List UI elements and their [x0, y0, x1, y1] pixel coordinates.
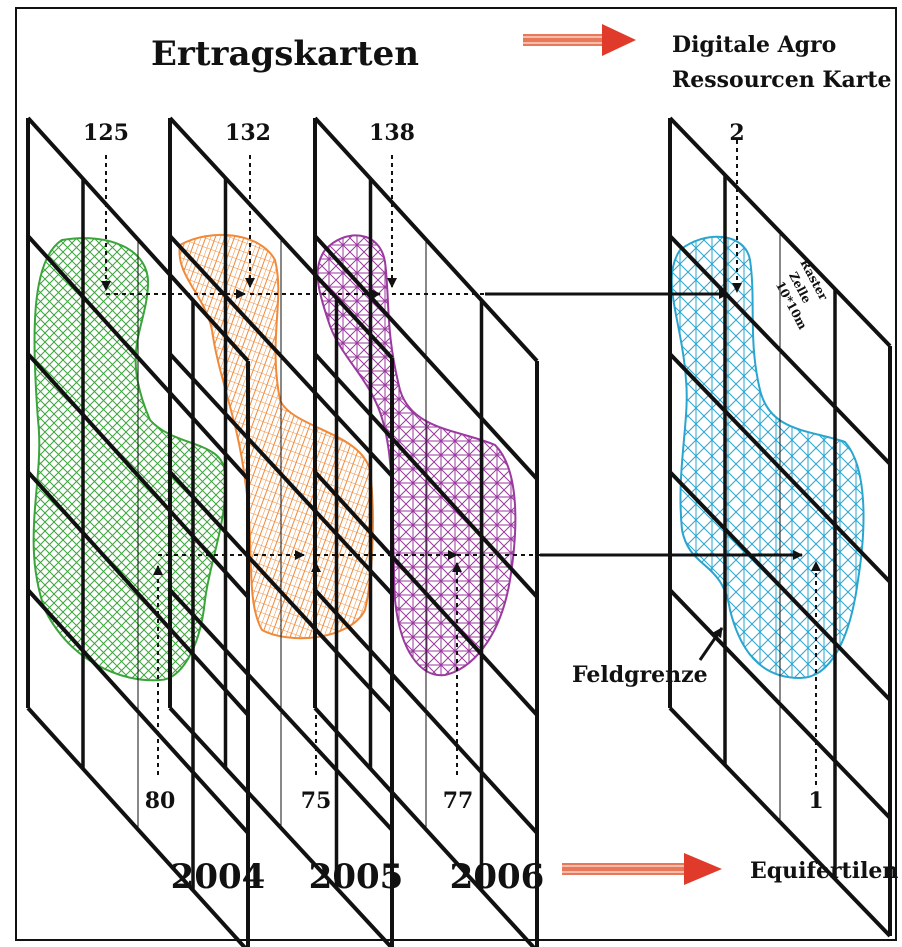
grid-panel-2006: [313, 116, 539, 947]
top-value-2005: 132: [225, 120, 271, 146]
figure-frame: [15, 7, 897, 941]
field-boundary-label: Feldgrenze: [572, 662, 708, 688]
red-arrow-top: [523, 24, 636, 56]
result-top-value: 2: [729, 120, 744, 146]
grid-panel-2005: [168, 116, 394, 947]
top-value-2006: 138: [369, 120, 415, 146]
yield-map-2005-field: [178, 233, 374, 640]
result-title-line1: Digitale Agro: [672, 32, 836, 58]
title: Ertragskarten: [151, 34, 419, 74]
raster-cell-label: Raster Zelle 10*10m: [773, 257, 831, 332]
equifertile-label: Equifertilen: [750, 858, 898, 884]
year-2005: 2005: [309, 857, 404, 897]
top-value-2004: 125: [83, 120, 129, 146]
year-2006: 2006: [450, 857, 545, 897]
field-boundary-pointer: [698, 627, 724, 661]
year-2004: 2004: [171, 857, 266, 897]
bottom-value-2006: 77: [443, 788, 474, 814]
bottom-value-2005: 75: [301, 788, 332, 814]
bottom-value-2004: 80: [145, 788, 176, 814]
result-bottom-value: 1: [808, 788, 823, 814]
connector-lines: [101, 140, 821, 785]
red-arrow-bottom: [562, 853, 722, 885]
grid-panel-2004: [26, 116, 250, 947]
grid-panel-result: [668, 116, 892, 938]
result-title-line2: Ressourcen Karte: [672, 67, 891, 93]
grid-panels: [26, 116, 892, 947]
